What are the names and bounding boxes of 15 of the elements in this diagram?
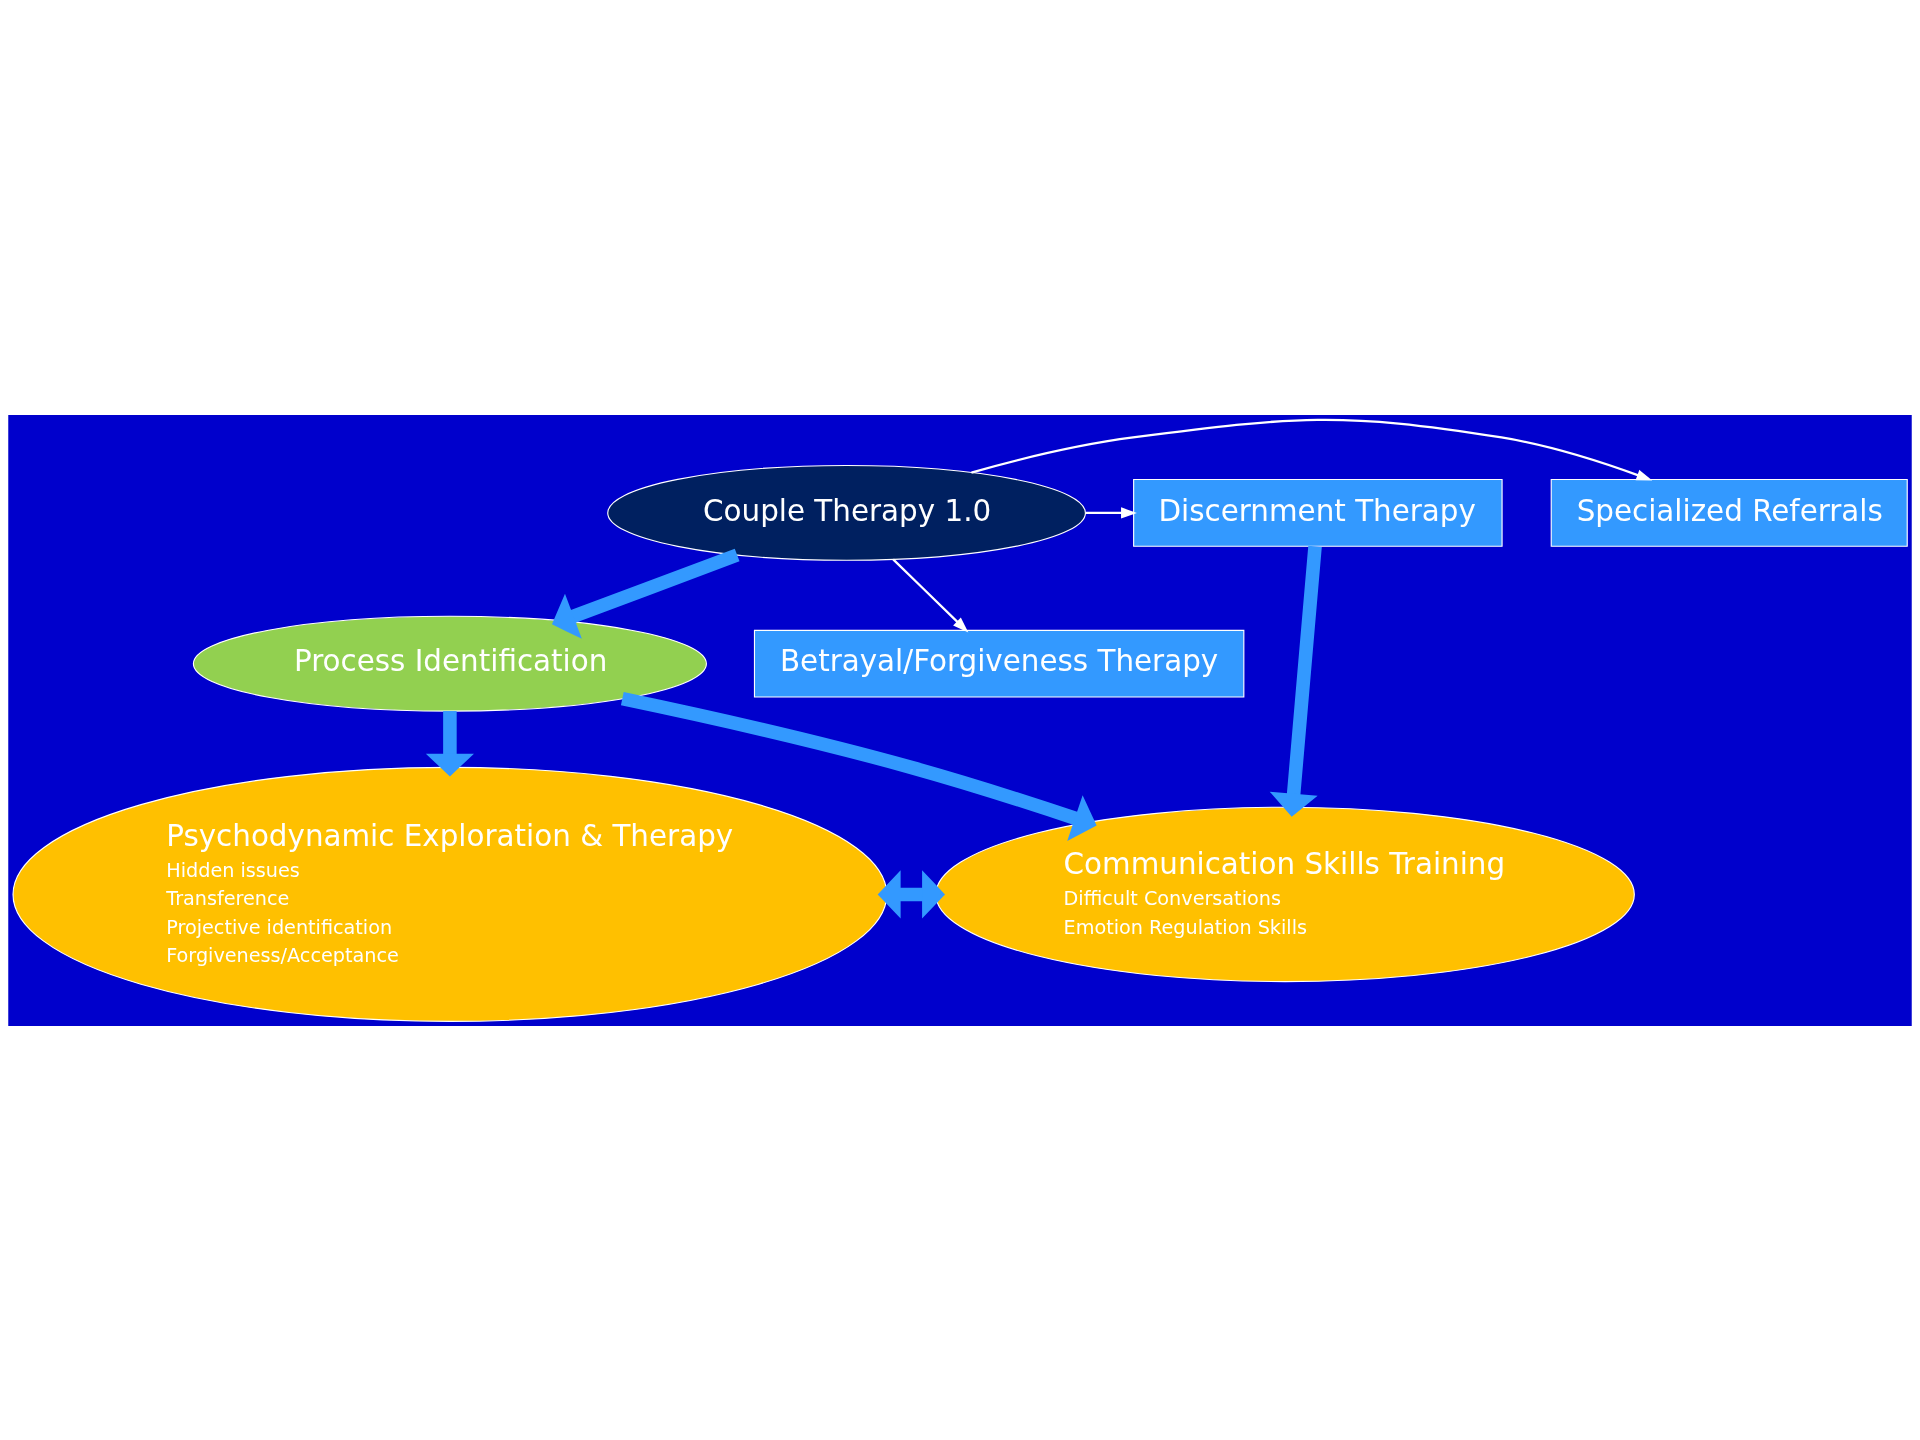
arrow	[425, 710, 474, 777]
arrow	[892, 558, 969, 633]
node-box: Betrayal/Forgiveness Therapy	[753, 629, 1245, 698]
node-ellipse: Process Identification	[192, 615, 707, 712]
node-ellipse: Couple Therapy 1.0	[607, 464, 1086, 561]
node-box: Specialized Referrals	[1550, 478, 1908, 547]
arrow	[551, 548, 740, 639]
arrow	[1269, 545, 1322, 817]
node-box: Discernment Therapy	[1133, 478, 1503, 547]
arrow	[1085, 506, 1137, 518]
arrow	[971, 418, 1653, 481]
node-ellipse: Psychodynamic Exploration & Therapy Hidden issues Transference Projective identification Forgiveness/Acceptance	[12, 766, 888, 1022]
arrow	[620, 691, 1097, 841]
node-ellipse: Communication Skills Training Difficult Conversations Emotion Regulation Skills	[935, 806, 1635, 982]
arrow	[877, 869, 945, 918]
